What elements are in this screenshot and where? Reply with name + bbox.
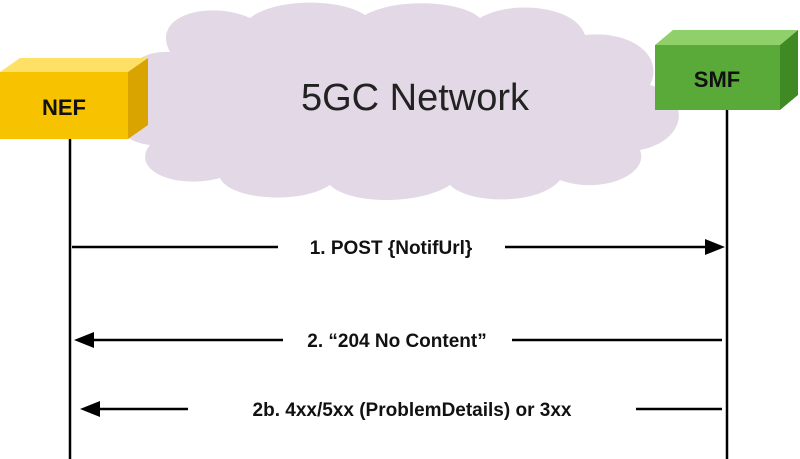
smf-box-front bbox=[655, 45, 780, 110]
smf-box-top bbox=[655, 30, 798, 45]
nef-box: NEF bbox=[0, 58, 148, 139]
cloud-shape bbox=[114, 2, 679, 200]
message-2: 2. “204 No Content” bbox=[74, 331, 722, 352]
message-1-label: 1. POST {NotifUrl} bbox=[310, 238, 473, 259]
message-2b-arrowhead bbox=[80, 401, 100, 417]
message-2-arrowhead bbox=[74, 332, 94, 348]
message-1-arrowhead bbox=[705, 239, 725, 255]
nef-box-front bbox=[0, 72, 128, 139]
network-title: 5GC Network bbox=[301, 77, 530, 119]
network-cloud: 5GC Network bbox=[114, 2, 679, 200]
message-1: 1. POST {NotifUrl} bbox=[72, 238, 725, 259]
nef-box-top bbox=[0, 58, 148, 72]
message-2b: 2b. 4xx/5xx (ProblemDetails) or 3xx bbox=[80, 400, 722, 421]
nef-label: NEF bbox=[42, 95, 86, 120]
smf-box: SMF bbox=[655, 30, 798, 110]
nef-box-side bbox=[128, 58, 148, 139]
smf-label: SMF bbox=[694, 67, 740, 92]
smf-box-side bbox=[780, 30, 798, 110]
message-2b-label: 2b. 4xx/5xx (ProblemDetails) or 3xx bbox=[253, 400, 572, 421]
message-2-label: 2. “204 No Content” bbox=[307, 331, 486, 352]
